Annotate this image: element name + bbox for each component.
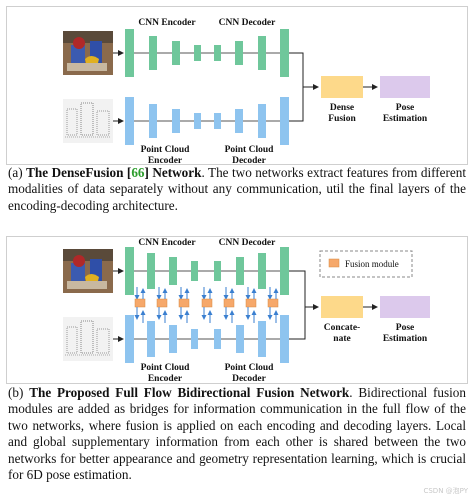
fusion-modules — [134, 287, 279, 323]
cnn-decoder-label: CNN Decoder — [219, 238, 277, 248]
pc-decoder-label-2: Decoder — [232, 156, 267, 166]
caption-b-prefix: (b) — [8, 385, 30, 400]
pc-decoder-block — [214, 113, 221, 129]
pc-decoder-block — [235, 109, 243, 133]
pc-encoder-blocks — [125, 97, 214, 145]
point-cloud-image-icon — [63, 99, 113, 143]
cnn-decoder-block — [214, 45, 221, 61]
concatenate-box — [321, 296, 363, 318]
cnn-decoder-block — [258, 36, 266, 70]
legend-label: Fusion module — [345, 259, 399, 269]
densefusion-svg: CNN Encoder CNN Decoder Point Cloud Enco… — [63, 18, 430, 166]
fusion-module — [201, 287, 213, 323]
fusion-module — [267, 287, 279, 323]
pc-decoder-blocks — [214, 97, 289, 145]
cnn-block — [236, 257, 244, 285]
pc-block — [191, 329, 198, 349]
fusion-module — [178, 287, 190, 323]
caption-a-title-2: ] Network — [144, 165, 202, 180]
pc-encoder-block — [149, 104, 157, 138]
pose-estimation-box — [380, 296, 430, 318]
cnn-block — [125, 247, 134, 295]
caption-a: (a) The DenseFusion [66] Network. The tw… — [8, 165, 466, 214]
pc-decoder-block — [280, 97, 289, 145]
caption-b: (b) The Proposed Full Flow Bidirectional… — [8, 385, 466, 483]
cnn-decoder-block — [280, 29, 289, 77]
watermark: CSDN @泡PY — [423, 487, 468, 495]
caption-a-prefix: (a) — [8, 165, 27, 180]
rgb-image-icon — [63, 31, 113, 75]
caption-a-title-1: The DenseFusion [ — [26, 165, 132, 180]
pose-label-2: Estimation — [383, 334, 428, 344]
concat-label-1: Concate- — [324, 323, 360, 333]
concat-label-2: nate — [333, 334, 350, 344]
cnn-encoder-block — [149, 36, 157, 70]
pc-encoder-block — [194, 113, 201, 129]
cnn-block — [214, 261, 221, 281]
caption-a-body: . The two networks extract features from… — [8, 165, 467, 213]
pc-block — [258, 321, 266, 357]
cnn-encoder-blocks — [125, 29, 214, 77]
pc-encoder-label-2: Encoder — [148, 156, 183, 166]
pc-block — [280, 315, 289, 363]
cnn-encoder-block — [194, 45, 201, 61]
ffb6d-svg: Fusion module CNN Encoder CNN Decoder Po… — [63, 238, 430, 384]
cnn-block — [258, 253, 266, 289]
fusion-module — [223, 287, 235, 323]
point-cloud-image-icon — [63, 317, 113, 361]
pose-label-1: Pose — [396, 103, 414, 113]
pc-encoder-label-1: Point Cloud — [141, 145, 191, 155]
ffb6d-diagram: Fusion module CNN Encoder CNN Decoder Po… — [6, 236, 468, 384]
caption-b-title: The Proposed Full Flow Bidirectional Fus… — [29, 385, 350, 400]
pc-encoder-block — [125, 97, 134, 145]
pc-encoder-decoder-blocks — [125, 315, 289, 363]
pc-block — [147, 321, 155, 357]
fusion-module — [156, 287, 168, 323]
cnn-decoder-label: CNN Decoder — [219, 18, 277, 28]
cnn-encoder-label: CNN Encoder — [138, 18, 196, 28]
cnn-decoder-blocks — [214, 29, 289, 77]
cnn-block — [191, 261, 198, 281]
dense-fusion-label-1: Dense — [330, 103, 354, 113]
dense-fusion-box — [321, 76, 363, 98]
pc-block — [125, 315, 134, 363]
cnn-block — [147, 253, 155, 289]
pc-block — [169, 325, 177, 353]
pc-decoder-block — [258, 104, 266, 138]
caption-b-body: . Bidirectional fusion modules are added… — [8, 385, 466, 483]
pc-encoder-label-1: Point Cloud — [141, 363, 191, 373]
pose-estimation-box — [380, 76, 430, 98]
cnn-block — [169, 257, 177, 285]
pose-label-1: Pose — [396, 323, 414, 333]
pc-decoder-label-2: Decoder — [232, 374, 267, 384]
pc-encoder-label-2: Encoder — [148, 374, 183, 384]
cnn-decoder-block — [235, 41, 243, 65]
caption-a-cite[interactable]: 66 — [131, 165, 145, 180]
pc-encoder-block — [172, 109, 180, 133]
pc-decoder-label-1: Point Cloud — [225, 363, 275, 373]
cnn-encoder-decoder-blocks — [125, 247, 289, 295]
pc-block — [236, 325, 244, 353]
rgb-image-icon — [63, 249, 113, 293]
cnn-encoder-block — [125, 29, 134, 77]
fusion-module — [245, 287, 257, 323]
cnn-encoder-block — [172, 41, 180, 65]
densefusion-diagram: CNN Encoder CNN Decoder Point Cloud Enco… — [6, 6, 468, 166]
pc-decoder-label-1: Point Cloud — [225, 145, 275, 155]
fusion-module-legend: Fusion module — [319, 250, 413, 278]
cnn-encoder-label: CNN Encoder — [138, 238, 196, 248]
cnn-block — [280, 247, 289, 295]
pc-block — [214, 329, 221, 349]
fusion-module — [134, 287, 146, 323]
pose-label-2: Estimation — [383, 114, 428, 124]
dense-fusion-label-2: Fusion — [328, 114, 356, 124]
